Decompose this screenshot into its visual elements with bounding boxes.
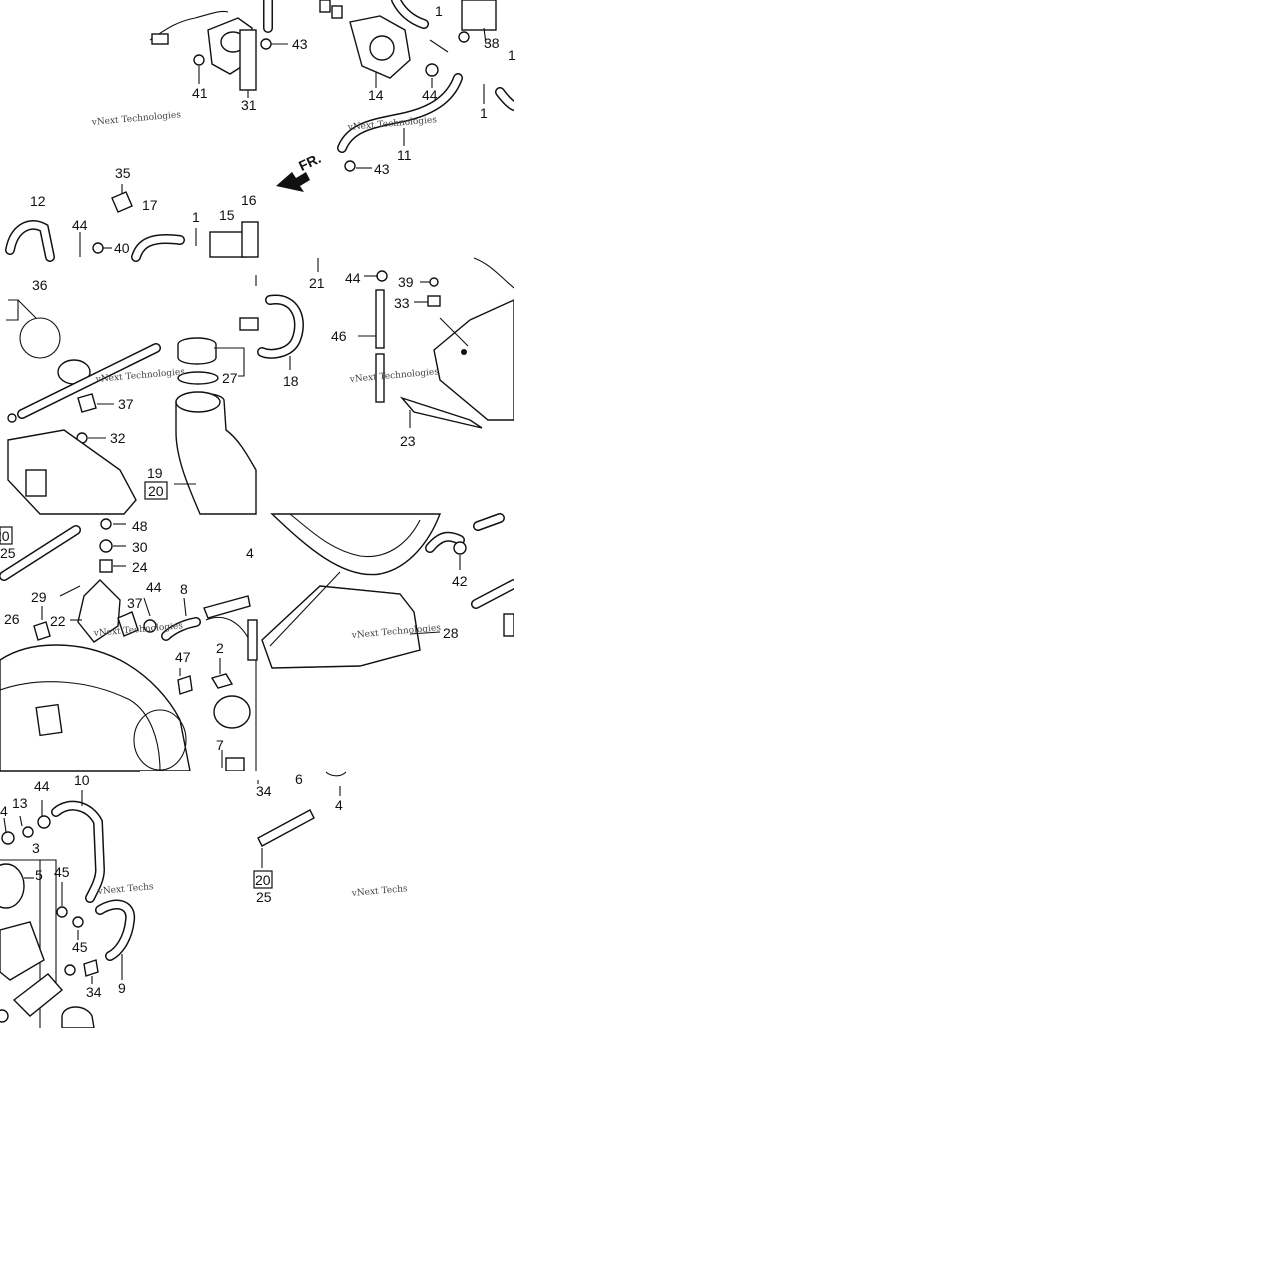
watermark-short: vNext Techs — [350, 884, 408, 899]
callout-46: 46 — [331, 328, 347, 344]
pump-body-part — [239, 29, 257, 91]
relay-part — [461, 0, 497, 31]
pump-ring-part — [0, 863, 25, 909]
callout-41: 41 — [192, 85, 208, 101]
callout-48: 48 — [132, 518, 148, 534]
tile-fuel-tank — [0, 518, 258, 772]
callout-25: 25 — [256, 889, 272, 905]
front-direction-label: FR. — [296, 150, 323, 174]
callout-18: 18 — [283, 373, 299, 389]
tile-tank-bottom — [261, 513, 519, 669]
callout-19: 19 — [147, 465, 163, 481]
boxed-callouts: 20 20 20 — [0, 481, 273, 889]
watermark: vNext Technologies — [90, 110, 181, 128]
filler-cap-part — [177, 337, 217, 365]
watermark: vNext Technologies — [348, 367, 439, 385]
callout-22: 22 — [50, 613, 66, 629]
callout-47: 47 — [175, 649, 191, 665]
pump-motor-part — [0, 921, 45, 981]
callout-34: 34 — [256, 783, 272, 799]
callout-36: 36 — [32, 277, 48, 293]
callout-39: 39 — [398, 274, 414, 290]
callout-1: 1 — [508, 47, 516, 63]
tile-filler-neck — [5, 184, 304, 515]
tile-valve-hoses: FR. — [263, 0, 519, 192]
callout-43: 43 — [292, 36, 308, 52]
tank-bottom-part — [270, 513, 442, 576]
callout-16: 16 — [241, 192, 257, 208]
tile-breather-strip — [257, 771, 347, 868]
callout-2: 2 — [216, 640, 224, 656]
callout-31: 31 — [241, 97, 257, 113]
tile-tank-tray — [317, 257, 515, 429]
callout-42: 42 — [452, 573, 468, 589]
callout-1: 1 — [480, 105, 488, 121]
callout-29: 29 — [31, 589, 47, 605]
boxed-callout-20: 20 — [0, 528, 10, 544]
callout-12: 12 — [30, 193, 46, 209]
callout-23: 23 — [400, 433, 416, 449]
callout-15: 15 — [219, 207, 235, 223]
boxed-callout-20: 20 — [148, 483, 164, 499]
callout-24: 24 — [132, 559, 148, 575]
cushion-part — [399, 396, 483, 429]
callout-37: 37 — [127, 595, 143, 611]
callout-17: 17 — [142, 197, 158, 213]
callout-21: 21 — [309, 275, 325, 291]
callout-14: 14 — [368, 87, 384, 103]
callout-45: 45 — [72, 939, 88, 955]
boxed-callout-20: 20 — [255, 872, 271, 888]
callout-1: 1 — [192, 209, 200, 225]
callout-9: 9 — [118, 980, 126, 996]
fuel-filter-part — [12, 973, 64, 1017]
callout-44: 44 — [422, 87, 438, 103]
callout-25: 25 — [0, 545, 16, 561]
tile-fuel-sender — [149, 10, 288, 98]
callout-32: 32 — [110, 430, 126, 446]
callout-37: 37 — [118, 396, 134, 412]
callout-43: 43 — [374, 161, 390, 177]
tray-part — [433, 298, 515, 421]
tile-pump-assembly — [0, 790, 136, 1029]
callout-44: 44 — [146, 579, 162, 595]
callout-44: 44 — [345, 270, 361, 286]
callout-33: 33 — [394, 295, 410, 311]
watermark-short: vNext Techs — [96, 882, 154, 897]
bracket-part — [77, 579, 121, 643]
callout-44: 44 — [72, 217, 88, 233]
tank-part — [0, 644, 191, 772]
callout-35: 35 — [115, 165, 131, 181]
callout-45: 45 — [54, 864, 70, 880]
callout-6: 6 — [295, 771, 303, 787]
callout-7: 7 — [216, 737, 224, 753]
callout-labels: 41 31 43 14 44 1 38 1 11 43 1 12 44 40 1… — [0, 3, 516, 1000]
callout-4: 4 — [335, 797, 343, 813]
callout-5: 5 — [35, 867, 43, 883]
callout-10: 10 — [74, 772, 90, 788]
callout-11: 11 — [397, 147, 412, 163]
callout-4: 4 — [246, 545, 254, 561]
callout-28: 28 — [443, 625, 459, 641]
callout-13: 13 — [12, 795, 28, 811]
callout-30: 30 — [132, 539, 148, 555]
connector-part — [151, 33, 169, 45]
rubber-strip-part — [257, 809, 315, 847]
callout-4: 4 — [0, 803, 8, 819]
callout-27: 27 — [222, 370, 238, 386]
callout-38: 38 — [484, 35, 500, 51]
callout-26: 26 — [4, 611, 20, 627]
callout-8: 8 — [180, 581, 188, 597]
callout-1: 1 — [435, 3, 443, 19]
callout-3: 3 — [32, 840, 40, 856]
callout-34: 34 — [86, 984, 102, 1000]
callout-40: 40 — [114, 240, 130, 256]
front-arrow-icon — [276, 172, 310, 192]
callout-44: 44 — [34, 778, 50, 794]
